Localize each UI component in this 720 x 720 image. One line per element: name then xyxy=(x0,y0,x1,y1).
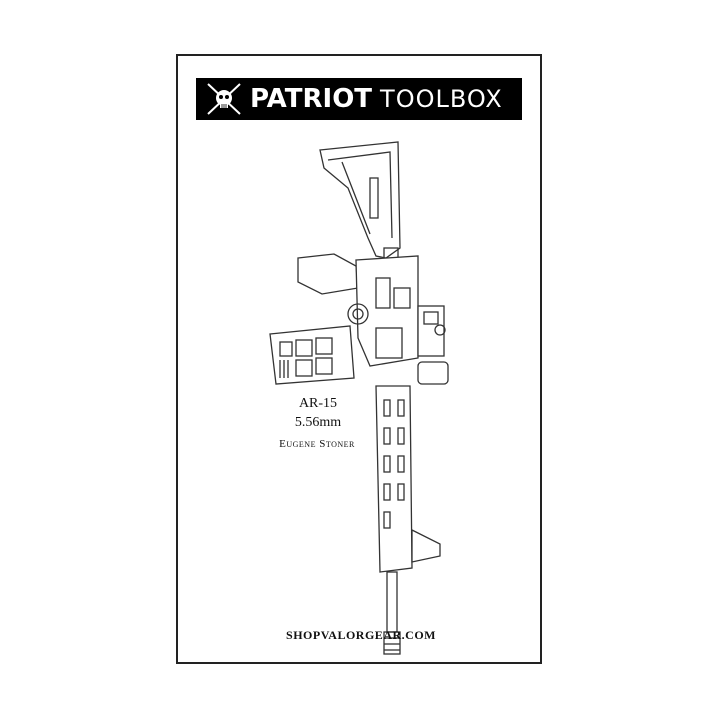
brand-name-bold: PATRIOT xyxy=(250,84,373,114)
brand-banner: PATRIOT TOOLBOX xyxy=(196,78,522,120)
caliber-label: 5.56mm xyxy=(294,415,342,430)
ar15-rifle-icon xyxy=(269,141,449,655)
model-label: AR-15 xyxy=(298,396,338,411)
brand-name-light: TOOLBOX xyxy=(380,85,503,113)
skull-crossed-rifles-icon xyxy=(207,83,241,115)
website-footer: SHOPVALORGEAR.COM xyxy=(286,628,436,642)
designer-label: Eugene Stoner xyxy=(279,438,355,450)
product-card: PATRIOT TOOLBOX xyxy=(176,54,542,664)
